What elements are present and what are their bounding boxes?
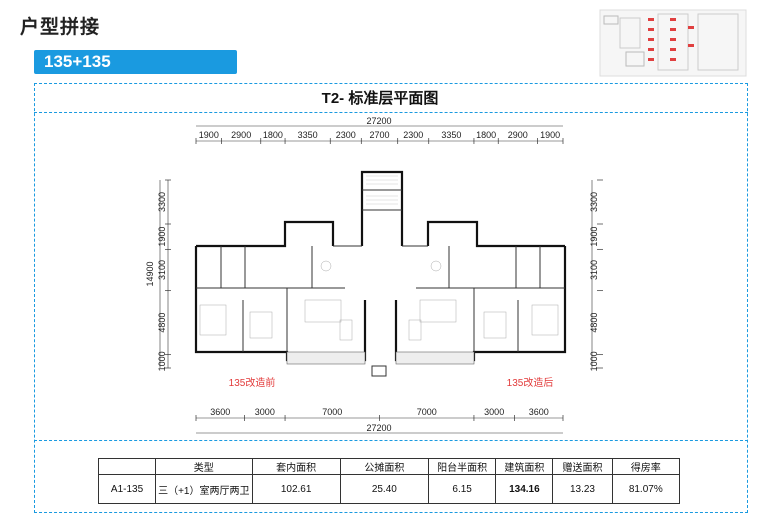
right-dimension-column: 3300 1900 3100 4800 1000: [589, 179, 603, 371]
dimension-label: 2700: [369, 130, 389, 140]
dimension-label: 4800: [157, 313, 167, 333]
plan-frame: [34, 83, 748, 513]
right-unit-label: 135改造后: [507, 376, 554, 389]
dimension-label: 3350: [298, 130, 318, 140]
dimension-label: 1900: [540, 130, 560, 140]
dimension-label: 2900: [231, 130, 251, 140]
area-table: 类型 套内面积 公摊面积 阳台半面积 建筑面积 赠送面积 得房率 A1-135 …: [97, 458, 681, 504]
dimension-label: 1900: [157, 227, 167, 247]
table-cell: 13.23: [552, 474, 613, 504]
table-header: 套内面积: [251, 458, 341, 475]
table-cell: 102.61: [251, 474, 341, 504]
dimension-label: 2300: [336, 130, 356, 140]
dimension-label: 1900: [199, 130, 219, 140]
table-cell: A1-135: [97, 474, 157, 504]
dimension-label: 3300: [157, 192, 167, 212]
table-header: 公摊面积: [339, 458, 429, 475]
interior-walls: [196, 189, 565, 352]
dimension-label: 7000: [322, 407, 342, 417]
left-unit-label: 135改造前: [229, 376, 276, 389]
frame-divider-bottom: [34, 440, 748, 441]
table-header: 类型: [155, 458, 253, 475]
dimension-label: 3100: [157, 260, 167, 280]
table-header-row: 类型 套内面积 公摊面积 阳台半面积 建筑面积 赠送面积 得房率: [97, 458, 681, 475]
site-plan-thumbnail: [599, 9, 747, 77]
table-cell: 25.40: [339, 474, 429, 504]
table-header: 赠送面积: [552, 458, 613, 475]
dimension-label: 2300: [403, 130, 423, 140]
dimension-label: 1000: [589, 351, 599, 371]
table-cell: 6.15: [427, 474, 497, 504]
table-cell: 134.16: [495, 474, 554, 504]
dimension-label: 3300: [589, 192, 599, 212]
table-cell: 三（+1）室两厅两卫: [155, 474, 253, 504]
dimension-label: 7000: [417, 407, 437, 417]
unit-combination-tag: 135+135: [34, 50, 237, 74]
dimension-label: 3600: [529, 407, 549, 417]
dimension-label: 3000: [255, 407, 275, 417]
dimension-label: 3100: [589, 260, 599, 280]
dimension-label: 1800: [476, 130, 496, 140]
furniture: [199, 260, 559, 341]
table-row: A1-135 三（+1）室两厅两卫 102.61 25.40 6.15 134.…: [97, 474, 681, 504]
table-header: 得房率: [611, 458, 681, 475]
top-dimension-row: 1900 2900 1800 3350 2300 2700 2300 3350 1800 2900…: [195, 130, 564, 144]
left-total-dim: 14900: [145, 261, 155, 286]
dimension-label: 2900: [508, 130, 528, 140]
dimension-label: 3600: [210, 407, 230, 417]
stair-core: [366, 175, 398, 205]
dimension-label: 3000: [484, 407, 504, 417]
table-header: [97, 458, 157, 475]
bottom-total-dim: 27200: [366, 423, 391, 433]
dimension-label: 1900: [589, 227, 599, 247]
table-header: 阳台半面积: [427, 458, 497, 475]
left-dimension-column: 3300 1900 3100 4800 1000: [157, 179, 171, 371]
bottom-dimension-row: 3600 3000 7000 7000 3000 3600: [195, 407, 564, 421]
top-total-dim: 27200: [366, 116, 391, 126]
plan-title: T2- 标准层平面图: [321, 90, 439, 107]
table-header: 建筑面积: [495, 458, 554, 475]
table-cell: 81.07%: [611, 474, 681, 504]
page-title: 户型拼接: [20, 17, 101, 38]
dimension-label: 4800: [589, 313, 599, 333]
dimension-label: 1800: [263, 130, 283, 140]
dimension-label: 1000: [157, 351, 167, 371]
dimension-label: 3350: [441, 130, 461, 140]
frame-divider-top: [34, 112, 748, 113]
